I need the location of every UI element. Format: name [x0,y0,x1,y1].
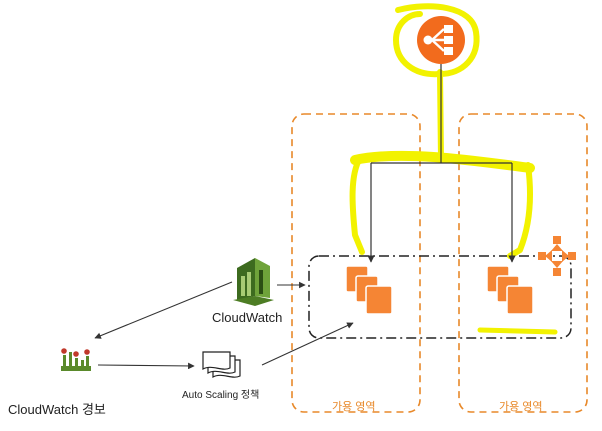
load-balancer-connectors [367,64,516,263]
ec2-instances-icon[interactable] [486,265,534,315]
auto-scaling-group-box [308,255,572,339]
cloudwatch-alarm-icon[interactable] [61,348,91,371]
load-balancer-icon[interactable] [417,16,465,64]
highlight-right-branch [507,162,533,259]
availability-zone-1-box [291,113,421,413]
availability-zone-2-label: 가용 영역 [499,401,543,413]
availability-zone-1-label: 가용 영역 [332,401,376,413]
document-stack-icon[interactable] [202,351,241,379]
highlight-underline [477,327,558,335]
auto-scaling-policy-label: Auto Scaling 정책 [182,390,260,401]
cloudwatch-label: CloudWatch [212,310,283,325]
cloudwatch-alarm-label: CloudWatch 경보 [8,402,106,417]
highlight-left-branch [349,155,365,255]
monitoring-connectors [94,281,354,370]
highlight-circle [393,3,480,78]
availability-zone-2-box [458,113,588,413]
ec2-instances-icon[interactable] [345,265,393,315]
cloudwatch-icon[interactable] [233,258,274,306]
highlight-top-bar [350,150,535,173]
auto-scaling-icon [538,236,576,276]
